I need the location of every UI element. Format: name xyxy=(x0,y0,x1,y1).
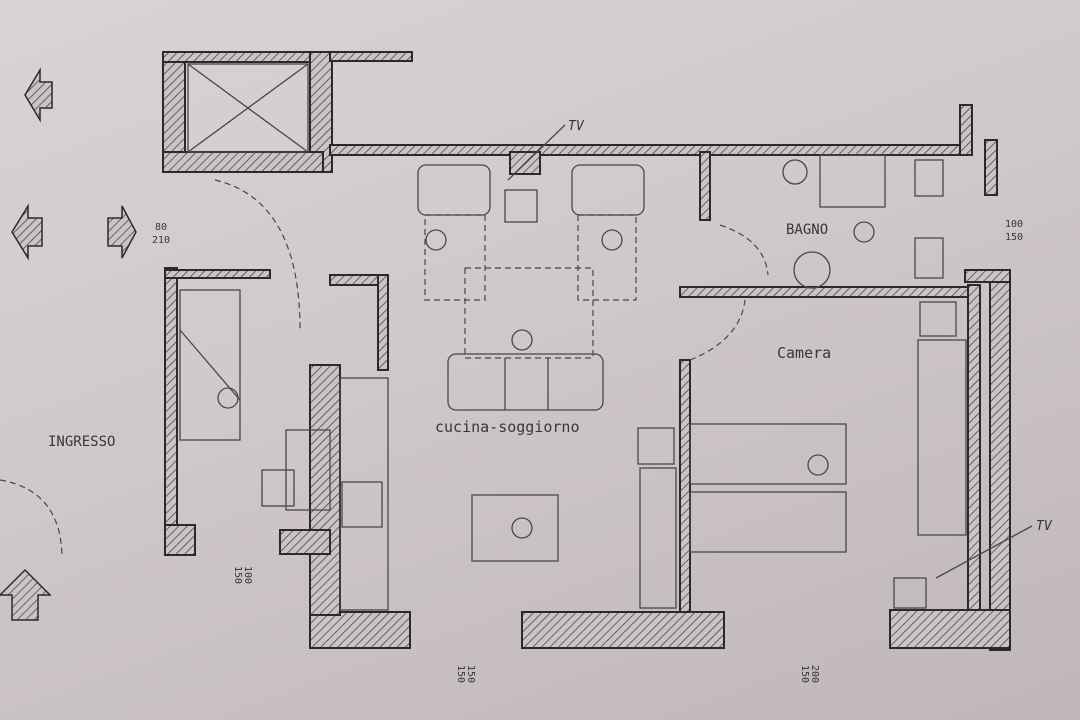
elevator-shaft xyxy=(162,51,413,173)
door-dim-width: 80 xyxy=(155,222,167,233)
entry-arrows xyxy=(0,67,137,621)
ceiling-lights xyxy=(217,221,875,539)
door-dim-height: 210 xyxy=(152,235,170,246)
door-swings xyxy=(0,179,769,556)
room-label-cucina-soggiorno: cucina-soggiorno xyxy=(435,418,580,436)
room-label-ingresso: INGRESSO xyxy=(48,434,115,450)
window-left-dim-width: 100 xyxy=(242,566,253,584)
walls xyxy=(164,104,1011,651)
room-label-camera: Camera xyxy=(777,344,831,362)
window-camera-dim-width: 200 xyxy=(809,665,820,683)
window-bagno-dim-height: 150 xyxy=(1005,232,1023,243)
tv-label-top: TV xyxy=(568,119,585,134)
window-left-dim-height: 150 xyxy=(232,566,243,584)
window-kitchen-dim-height: 150 xyxy=(455,665,466,683)
window-bagno-dim-width: 100 xyxy=(1005,219,1023,230)
window-camera-dim-height: 150 xyxy=(799,665,810,683)
furniture xyxy=(179,154,967,611)
room-label-bagno: BAGNO xyxy=(786,222,828,238)
window-kitchen-dim-width: 150 xyxy=(465,665,476,683)
tv-label-right: TV xyxy=(1036,519,1053,534)
